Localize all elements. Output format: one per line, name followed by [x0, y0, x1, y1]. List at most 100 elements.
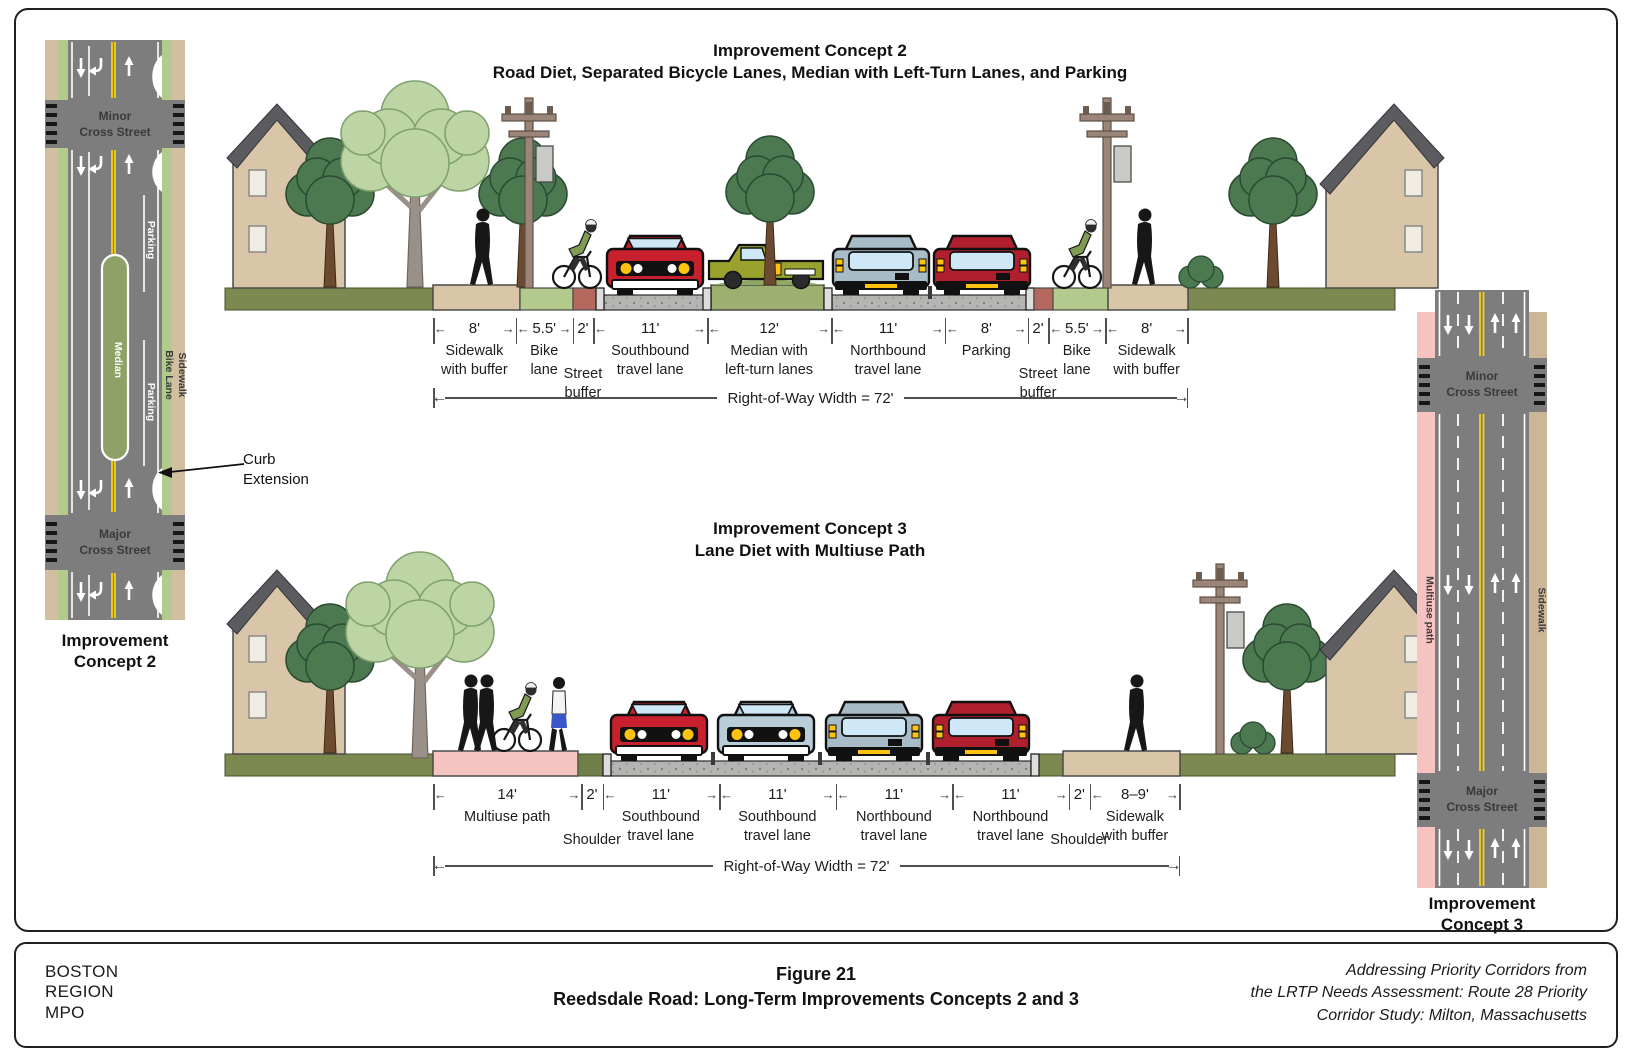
tree [341, 81, 489, 287]
plan2-centerline [111, 42, 116, 618]
left-arrow-icon: ← [603, 787, 617, 802]
concept2-cross-section [224, 92, 1445, 311]
dim-tick [572, 318, 575, 344]
dim-tick [1186, 388, 1188, 408]
pedestrian [470, 208, 493, 285]
plan2-bike-left [58, 40, 68, 620]
grass [1179, 753, 1396, 777]
grass [224, 753, 434, 777]
street-buffer [1033, 287, 1054, 311]
lane-marker-post [928, 286, 932, 299]
figure-title: Reedsdale Road: Long-Term Improvements C… [553, 989, 1079, 1009]
dim-value: ←11'→ [832, 320, 944, 337]
dim-tick [602, 784, 605, 810]
dim-tick [515, 318, 518, 344]
pedestrian [1124, 674, 1147, 751]
dim-line [444, 865, 714, 867]
parking-label: Parking [145, 383, 157, 422]
right-arrow-icon: → [705, 787, 719, 802]
right-arrow-icon: → [821, 787, 835, 802]
left-arrow-icon: ← [708, 321, 722, 336]
dim-tick [1048, 318, 1050, 344]
left-arrow-icon: ← [836, 787, 850, 802]
right-arrow-icon: → [1165, 857, 1182, 874]
dim-line [899, 865, 1169, 867]
dim-tick [707, 318, 709, 344]
dim-tick [835, 784, 838, 810]
plan3-major-cross-band [1417, 773, 1547, 827]
right-arrow-icon: → [817, 321, 831, 336]
shoulder [577, 753, 604, 777]
figure-caption: Figure 21 Reedsdale Road: Long-Term Impr… [316, 964, 1316, 1010]
plan3-lane-dashes [1457, 292, 1504, 886]
dim-tick [944, 318, 947, 344]
dim-value: ←2'→ [1073, 786, 1085, 803]
tree [1228, 137, 1318, 288]
median-label: Median [112, 342, 124, 378]
concept3-dimensions: ←14'→Multiuse path←2'→Shoulder←11'→South… [433, 784, 1181, 876]
dim-tick [719, 784, 721, 810]
jogger [548, 676, 568, 752]
right-arrow-icon: → [1091, 321, 1105, 336]
major-cross-street-label: Major [99, 527, 131, 541]
dim-value: ←2'→ [577, 320, 589, 337]
cyclist [491, 681, 543, 753]
right-arrow-icon: → [930, 321, 944, 336]
dim-value: ←8'→ [1106, 320, 1187, 337]
dim-tick [433, 784, 435, 810]
multiuse-path-label: Multiuse path [1424, 576, 1436, 644]
dim-segment: ←2'→Shoulder [1050, 784, 1108, 876]
car [831, 234, 931, 297]
plan3-minor-cross-band [1417, 358, 1547, 412]
left-arrow-icon: ← [1049, 321, 1063, 336]
plan3-centerline [1479, 292, 1485, 886]
bush [1230, 721, 1276, 755]
curb-extension-bulges [152, 55, 162, 615]
bush [1178, 255, 1224, 289]
median [710, 284, 825, 311]
dim-tick [1105, 318, 1107, 344]
lane-marker-posts [711, 752, 930, 765]
bike-lane [1052, 287, 1109, 311]
bike-lane [519, 287, 574, 311]
figure-panel [14, 8, 1618, 932]
car [824, 700, 924, 763]
right-arrow-icon: → [1013, 321, 1027, 336]
dim-segment: ←14'→Multiuse path [433, 784, 581, 876]
left-arrow-icon: ← [431, 389, 448, 406]
concept2-plan-caption: Improvement Concept 2 [61, 631, 169, 672]
dim-tick [1178, 856, 1180, 876]
dim-value: ←11'→ [836, 786, 952, 803]
dim-segment: ←2'→Shoulder [563, 784, 621, 876]
plan2-median-island [100, 253, 130, 462]
dim-label: Parking [961, 343, 1011, 359]
curbs [602, 753, 1040, 777]
dim-value: ←2'→ [586, 786, 598, 803]
sidewalk-label: Sidewalk [1536, 588, 1548, 633]
sidewalk [432, 284, 521, 311]
left-arrow-icon: ← [594, 321, 608, 336]
cyclist [1051, 218, 1103, 290]
minor-cross-street-label: Minor [99, 109, 132, 123]
concept2-right-of-way: ← Right-of-Way Width = 72' → [431, 388, 1190, 408]
dim-tick [952, 784, 954, 810]
dim-value: ←5.5'→ [516, 320, 572, 337]
dim-value: ←11'→ [720, 786, 835, 803]
dim-tick [1068, 784, 1071, 810]
dim-value: ←12'→ [708, 320, 831, 337]
dim-value: ←8–9'→ [1090, 786, 1179, 803]
car [931, 700, 1031, 763]
left-arrow-icon: ← [516, 321, 530, 336]
dim-value: ←5.5'→ [1049, 320, 1105, 337]
plan3-sidewalk-strip [1529, 312, 1547, 888]
right-of-way-label: Right-of-Way Width = 72' [727, 389, 894, 407]
